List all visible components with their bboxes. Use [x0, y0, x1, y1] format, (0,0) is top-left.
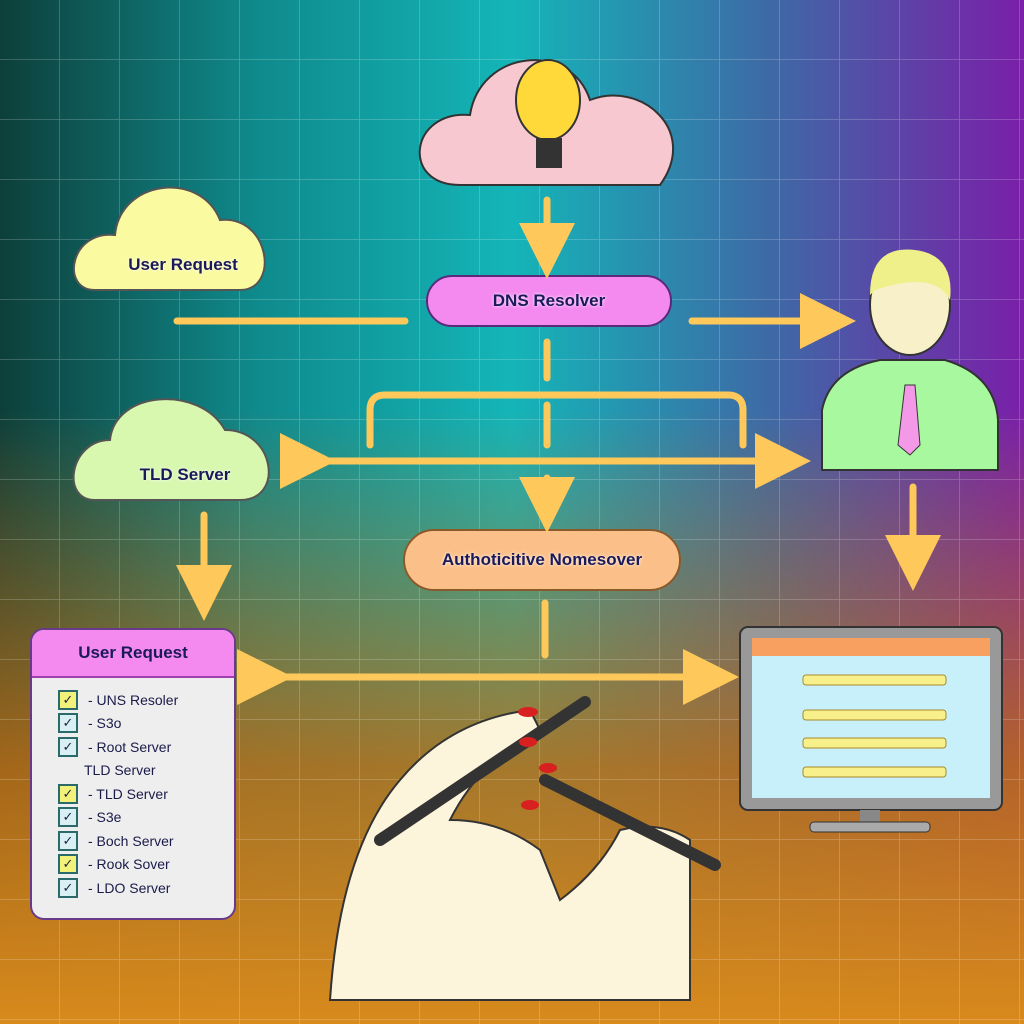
checkbox[interactable]: ✓ [58, 830, 78, 851]
checklist-panel: User Request ✓ - UNS Resoler ✓ - S3o ✓ - Root… [30, 628, 236, 920]
user-request-label: User Request [128, 255, 238, 274]
tld-cloud [72, 398, 270, 501]
checklist-item-label: - Rook Sover [88, 856, 170, 873]
checklist-item: ✓ - S3e [32, 806, 234, 830]
checklist-item: ✓ - TLD Server [32, 782, 234, 806]
checklist-title: User Request [32, 630, 234, 678]
lightbulb-icon [515, 59, 581, 168]
checklist-item: ✓ - LDO Server [32, 876, 234, 900]
checkbox[interactable]: ✓ [58, 689, 78, 710]
checklist-item: ✓ - S3o [32, 712, 234, 736]
checklist-item-label: - LDO Server [88, 879, 171, 896]
arrows [173, 196, 941, 705]
checkbox[interactable]: ✓ [58, 807, 78, 828]
checklist-item: ✓ - Boch Server [32, 829, 234, 853]
checklist-item: ✓ - UNS Resoler [32, 688, 234, 712]
checklist-item-label: - Root Server [88, 738, 172, 755]
person-icon [821, 249, 999, 471]
authoritative-label: Authoticitive Nomesover [441, 550, 643, 569]
checklist-item-label: - UNS Resoler [88, 691, 179, 708]
checkbox[interactable]: ✓ [58, 854, 78, 875]
checklist-item: ✓ - Root Server [32, 735, 234, 759]
checklist-item-label: TLD Server [84, 762, 156, 779]
checklist-item-label: - S3o [88, 715, 122, 732]
checkbox[interactable]: ✓ [58, 713, 78, 734]
dns-resolver-label: DNS Resolver [492, 291, 606, 310]
checkbox[interactable]: ✓ [58, 877, 78, 898]
top-cloud [418, 59, 674, 186]
checkbox[interactable]: ✓ [58, 736, 78, 757]
checklist-item-label: - Boch Server [88, 832, 174, 849]
checkbox[interactable]: ✓ [58, 783, 78, 804]
checklist-item: ✓ - Rook Sover [32, 853, 234, 877]
checkbox[interactable] [58, 762, 74, 778]
user-request-cloud [72, 186, 266, 291]
hands-writing-icon [328, 696, 721, 1001]
checklist-item: TLD Server [32, 759, 234, 783]
tld-server-label: TLD Server [139, 465, 231, 484]
checklist-item-label: - S3e [88, 809, 122, 826]
monitor-icon [739, 626, 1003, 833]
checklist-item-label: - TLD Server [88, 785, 168, 802]
